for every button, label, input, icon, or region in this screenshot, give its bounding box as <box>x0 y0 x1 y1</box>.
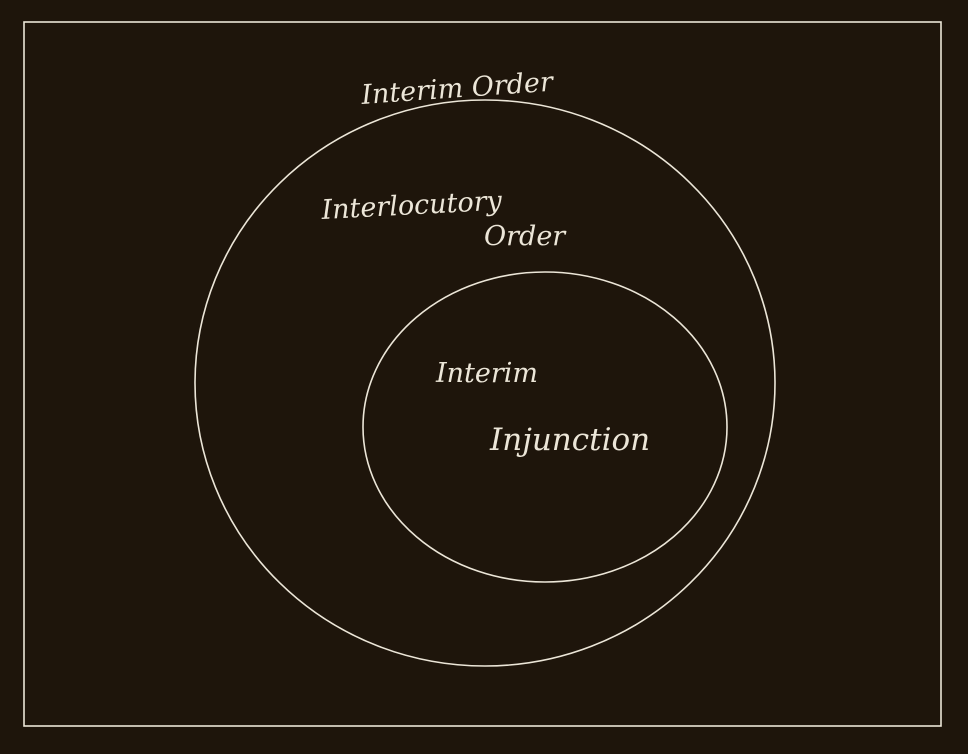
outer-ellipse <box>194 99 776 667</box>
middle-label-line2: Order <box>484 221 567 252</box>
frame-border <box>23 21 942 727</box>
inner-label-line1: Interim <box>435 358 538 389</box>
outer-label: Interim Order <box>359 67 556 112</box>
inner-label-line2: Injunction <box>489 422 650 458</box>
inner-ellipse <box>362 271 728 583</box>
middle-label-line1: Interlocutory <box>320 186 504 226</box>
